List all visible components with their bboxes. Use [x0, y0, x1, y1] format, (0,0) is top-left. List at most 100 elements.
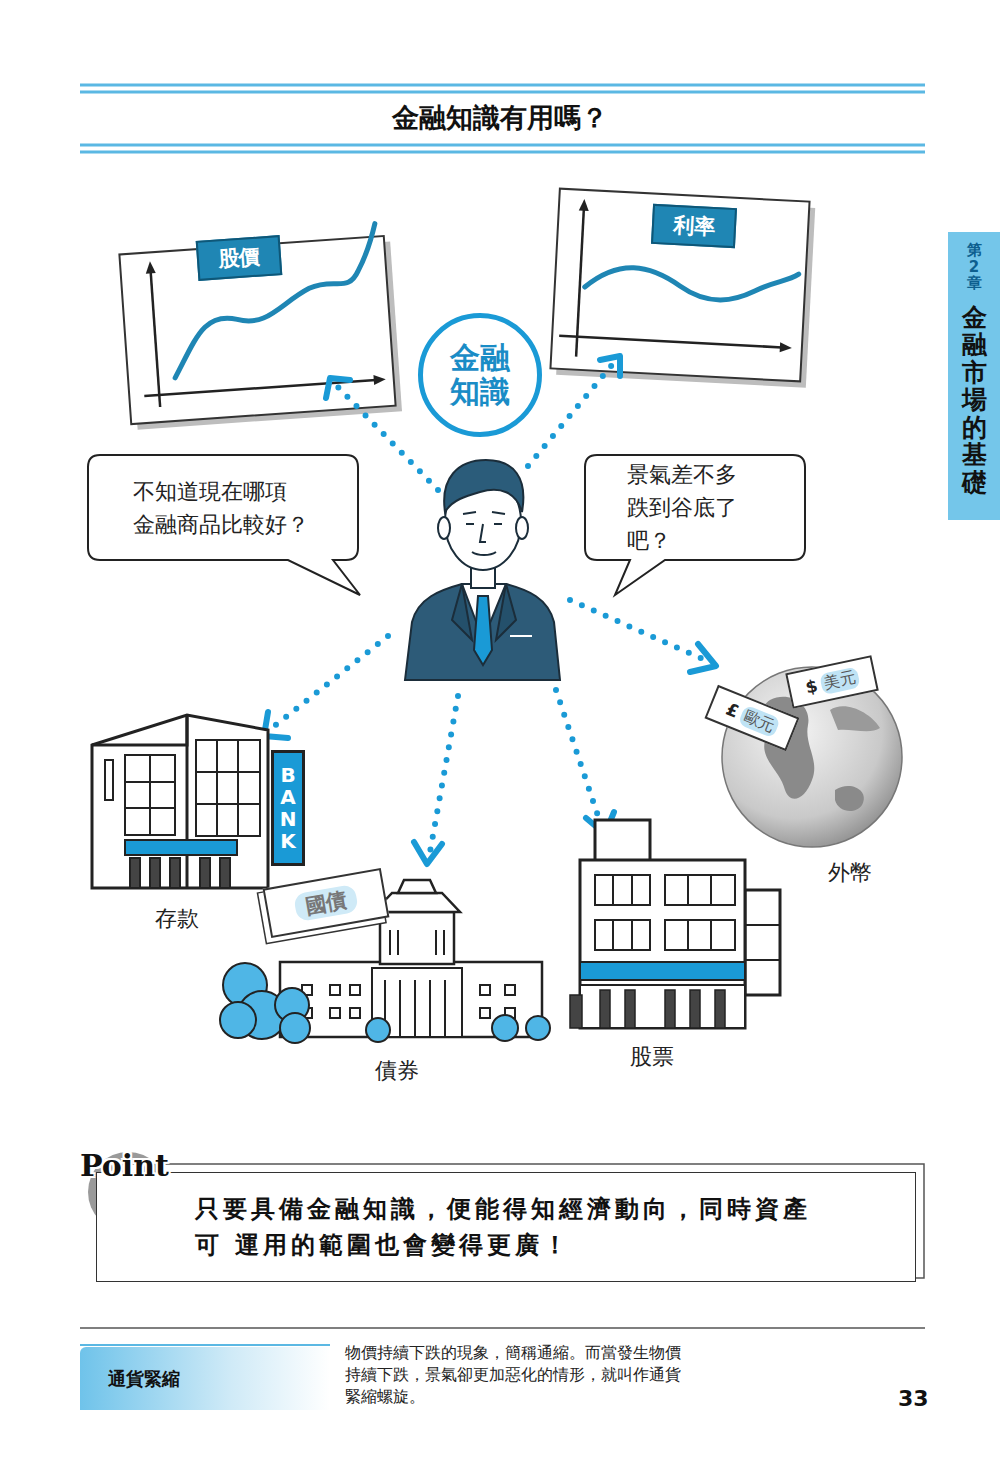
businessman — [466, 523, 474, 525]
node-text: 歐元 — [738, 704, 781, 738]
bank-building — [216, 740, 218, 836]
item-label: 外幣 — [828, 858, 872, 888]
businessman — [474, 596, 492, 665]
node-text: $ — [804, 675, 820, 697]
bank-building — [196, 740, 260, 836]
stock-chart — [151, 269, 161, 407]
stock-building — [745, 959, 780, 961]
interest-chart — [559, 336, 782, 348]
title-rules — [80, 144, 925, 147]
stock-building — [570, 995, 582, 1028]
businessman — [494, 523, 502, 525]
capitol-building — [350, 985, 360, 995]
capitol-building — [280, 1013, 310, 1043]
capitol-building — [492, 1015, 518, 1041]
point-box: 只要具備金融知識，便能得知經濟動向，同時資產可 運用的範圍也會變得更廣！ — [96, 1172, 916, 1282]
stock-building — [665, 920, 735, 950]
term-box: 通貨緊縮 — [80, 1347, 330, 1410]
businessman — [463, 512, 476, 514]
capitol-building — [330, 1008, 340, 1018]
bubble-outline — [585, 455, 805, 595]
stock-building — [580, 985, 745, 1028]
stock-building — [600, 990, 725, 1028]
node-text: 景氣差不多 跌到谷底了吧？ — [627, 458, 762, 557]
dotted-arrows — [690, 644, 716, 672]
bank-building — [105, 760, 113, 800]
node-text: 美元 — [819, 666, 861, 694]
businessman — [492, 512, 505, 514]
stock-building — [580, 860, 745, 1028]
chapter-tab: 第2章金融市場的基礎 — [948, 232, 1000, 520]
bank-building — [200, 858, 210, 888]
capitol-building — [397, 930, 399, 955]
node-text: 金融市場的基礎 — [962, 304, 987, 497]
stock-building — [687, 920, 689, 950]
stock-building — [595, 920, 650, 950]
interest-chart — [584, 263, 798, 304]
stock-building — [745, 890, 780, 995]
capitol-building — [414, 980, 416, 1037]
capitol-building — [444, 980, 446, 1037]
capitol-building — [443, 930, 445, 955]
title-rules — [80, 91, 925, 94]
title-rules — [80, 151, 925, 154]
stock-building — [710, 920, 712, 950]
node-text: 利率 — [672, 211, 715, 241]
item-label: 存款 — [155, 904, 199, 934]
bank-building — [150, 858, 160, 888]
speech-bubble: 不知道現在哪項 金融商品比較好？ — [88, 455, 358, 560]
node-text: 只要具備金融知識，便能得知經濟動向，同時資產可 運用的範圍也會變得更廣！ — [195, 1191, 835, 1263]
stock-building — [595, 820, 650, 862]
capitol-building — [505, 985, 515, 995]
stock-building — [595, 875, 650, 905]
stock-building — [625, 990, 635, 1028]
bank-building — [125, 740, 260, 836]
stock-chart — [165, 224, 384, 378]
node-text: 金融知識 — [449, 341, 512, 410]
businessman — [510, 635, 532, 637]
stock-chart — [119, 236, 395, 424]
node-text: BANK — [278, 764, 298, 852]
bank-building — [130, 858, 230, 888]
businessman — [405, 584, 560, 680]
stock-building — [745, 924, 780, 926]
businessman — [444, 460, 523, 512]
page-number: 33 — [898, 1386, 929, 1411]
footer-rule — [80, 1344, 330, 1346]
stock-building — [665, 875, 735, 905]
bank-building — [196, 771, 260, 773]
bank-building — [130, 858, 140, 888]
stock-building — [690, 990, 700, 1028]
chart-label: 股價 — [196, 235, 283, 281]
capitol-building — [398, 880, 436, 893]
stock-chart — [373, 374, 386, 385]
dotted-arrows — [326, 378, 350, 398]
globe — [722, 667, 902, 847]
bank-building — [170, 858, 180, 888]
item-label: 債券 — [375, 1056, 419, 1086]
interest-chart — [576, 207, 584, 357]
stock-chart — [145, 261, 156, 274]
stock-building — [631, 875, 633, 905]
capitol-building — [429, 980, 431, 1037]
stock-building — [631, 920, 633, 950]
dotted-arrows — [414, 842, 442, 864]
businessman — [472, 552, 496, 555]
capitol-building — [350, 1008, 360, 1018]
bank-building — [125, 755, 175, 835]
bank-building — [125, 781, 175, 783]
page-title: 金融知識有用嗎？ — [0, 100, 1000, 136]
capitol-building — [399, 980, 401, 1037]
interest-chart — [780, 342, 793, 353]
dotted-arrows — [272, 636, 388, 728]
stock-building — [715, 990, 725, 1028]
dotted-arrows — [570, 600, 705, 660]
globe — [830, 706, 880, 731]
capitol-building — [526, 1016, 550, 1040]
node-text: 不知道現在哪項 金融商品比較好？ — [133, 475, 312, 541]
globe — [722, 667, 902, 847]
bank-building — [92, 715, 268, 888]
interest-chart — [579, 199, 590, 212]
capitol-building — [380, 912, 454, 964]
capitol-building — [330, 985, 340, 995]
